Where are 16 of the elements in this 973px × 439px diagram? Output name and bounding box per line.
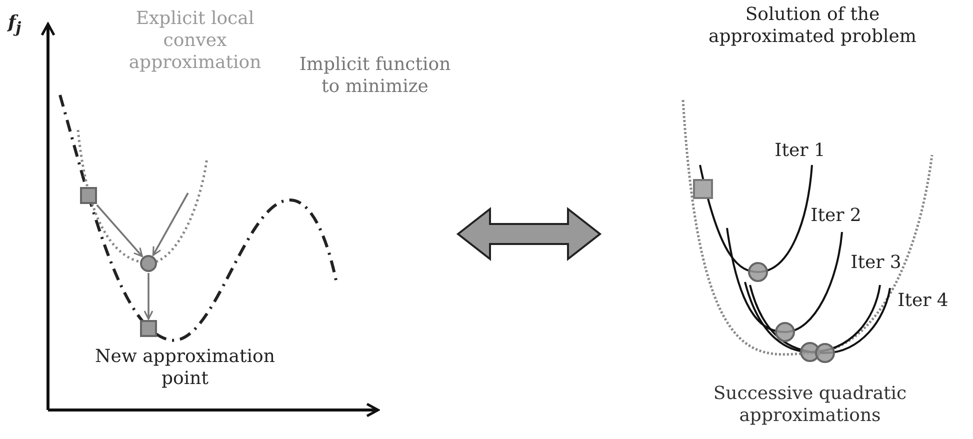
approximation-point-marker (80, 187, 97, 204)
approximation-point-marker (140, 320, 157, 337)
curve-label: Iter 1 (774, 140, 826, 162)
point-caption: New approximation point (94, 346, 276, 390)
annotation-text: Solution of the approximated problem (707, 4, 918, 48)
arrow (144, 273, 154, 320)
annotation-text: Explicit local convex approximation (128, 8, 262, 74)
curve-label: Iter 4 (896, 290, 950, 312)
curve-label: Iter 2 (810, 205, 862, 227)
annotation-text: Implicit function to minimize (298, 54, 452, 98)
arrow (152, 192, 189, 256)
curve-label: Iter 3 (850, 252, 902, 274)
annotation-text: Successive quadratic approximations (712, 383, 908, 427)
axis-label: f$_{j}$ (8, 12, 22, 39)
approximation-minimum-marker (140, 255, 157, 272)
arrow (96, 204, 143, 258)
